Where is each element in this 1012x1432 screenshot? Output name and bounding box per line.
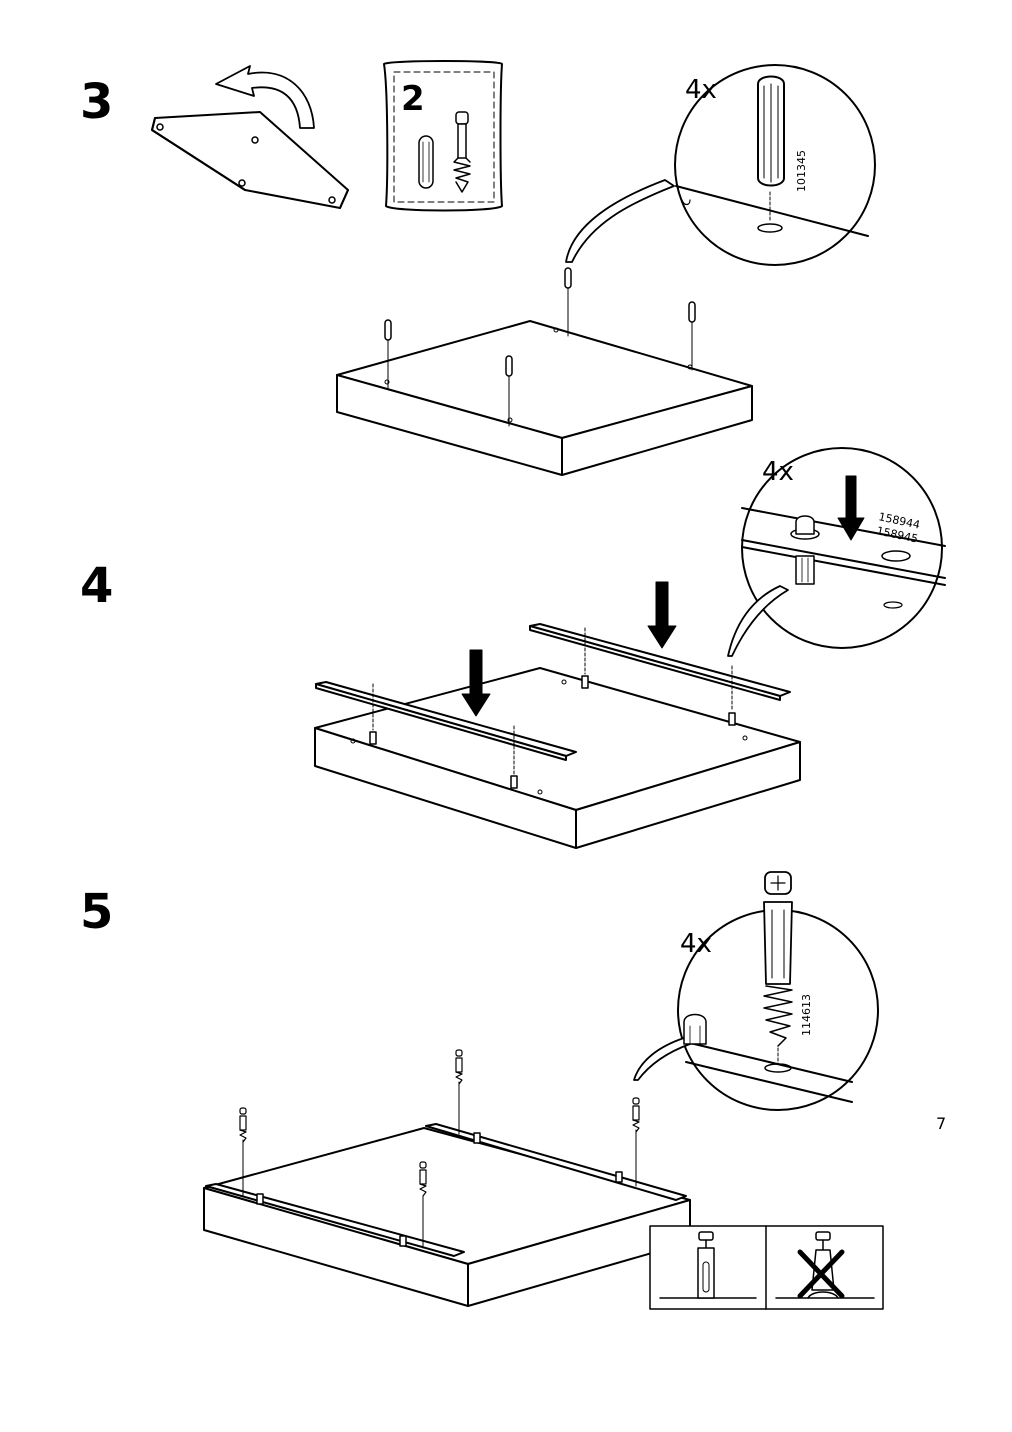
incorrect-example <box>775 1231 875 1299</box>
panel-with-screws <box>203 1049 691 1307</box>
screw-icon <box>632 1097 640 1133</box>
dowel-detail-callout <box>565 64 876 266</box>
panel-with-rails <box>314 581 801 849</box>
correct-incorrect-panel <box>649 1225 884 1310</box>
screw-icon <box>419 1161 427 1197</box>
flip-panel-illustration <box>151 111 349 209</box>
part-code: 114613 <box>800 994 813 1036</box>
rail <box>529 623 791 701</box>
hardware-packet <box>383 60 503 212</box>
correct-example <box>659 1231 757 1299</box>
part-code: 101345 <box>795 150 808 192</box>
step-3-number: 3 <box>80 74 113 130</box>
step-5-number: 5 <box>80 884 113 940</box>
screw-icon <box>763 871 793 1047</box>
quantity-label: 4x <box>685 75 717 105</box>
step-4-number: 4 <box>80 558 113 614</box>
screw-icon <box>455 1049 463 1085</box>
press-arrow-icon <box>837 475 865 541</box>
screw-icon <box>239 1107 247 1143</box>
quantity-label: 4x <box>680 929 712 959</box>
press-arrow-icon <box>461 649 491 717</box>
rail <box>315 681 577 761</box>
flip-arrow-icon <box>215 65 315 129</box>
dowel-icon <box>757 75 785 187</box>
screw-detail-callout <box>633 871 879 1111</box>
page-number: 7 <box>936 1114 947 1133</box>
packet-number: 2 <box>401 79 424 119</box>
press-arrow-icon <box>647 581 677 649</box>
cross-icon <box>797 1249 845 1299</box>
quantity-label: 4x <box>762 457 794 487</box>
cam-lock-detail-callout <box>727 447 946 657</box>
panel-with-dowels <box>336 267 753 476</box>
